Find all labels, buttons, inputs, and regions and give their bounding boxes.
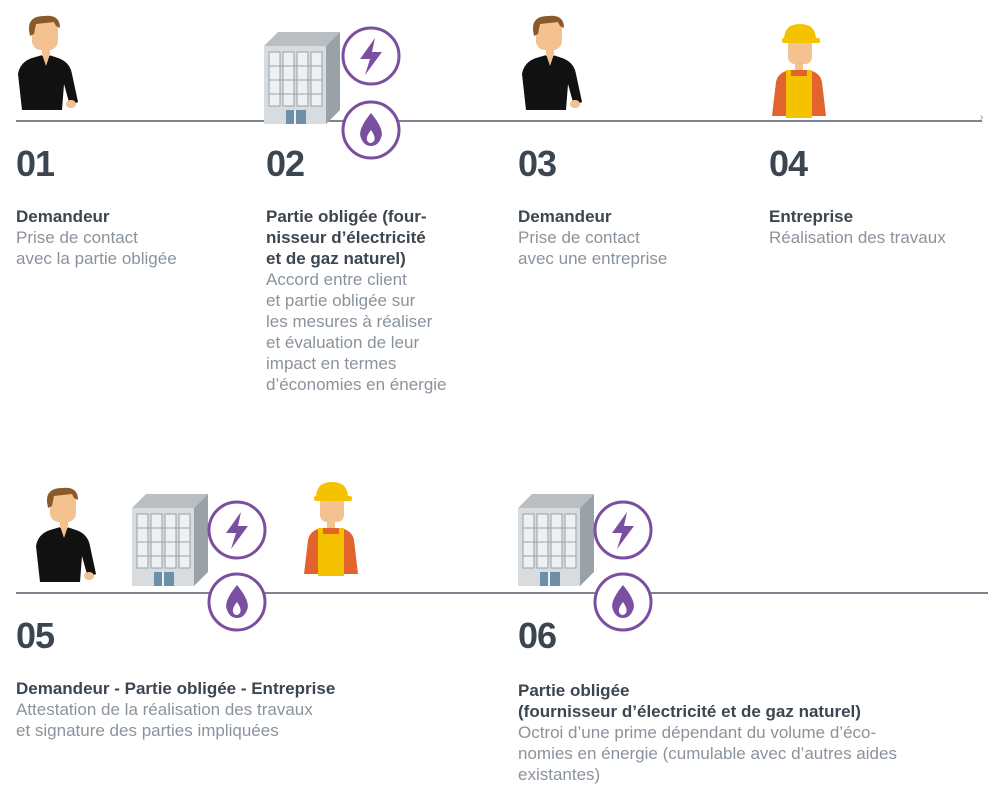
- step-2-text: Partie obligée (four- nisseur d’électric…: [266, 206, 506, 395]
- step-role: Demandeur: [16, 207, 110, 226]
- electricity-icon: [341, 26, 401, 86]
- step-number: 02: [266, 143, 305, 184]
- step-description: et partie obligée sur: [266, 291, 416, 310]
- step-number: 03: [518, 143, 557, 184]
- step-description: avec la partie obligée: [16, 249, 177, 268]
- step-role: Demandeur - Partie obligée - Entreprise: [16, 679, 336, 698]
- step-number: 05: [16, 615, 55, 656]
- step-role: et de gaz naturel): [266, 249, 406, 268]
- step-role: (fournisseur d’électricité et de gaz nat…: [518, 702, 861, 721]
- step-description: Réalisation des travaux: [769, 228, 946, 247]
- step-role: Demandeur: [518, 207, 612, 226]
- step-number: 06: [518, 615, 557, 656]
- step-description: nomies en énergie (cumulable avec d’autr…: [518, 744, 897, 763]
- step-description: Attestation de la réalisation des travau…: [16, 700, 313, 719]
- step-role: Partie obligée (four-: [266, 207, 427, 226]
- gas-flame-icon: [593, 572, 653, 632]
- electricity-icon: [593, 500, 653, 560]
- step-number: 01: [16, 143, 55, 184]
- step-role: Entreprise: [769, 207, 854, 226]
- step-number: 04: [769, 143, 808, 184]
- building-icon: [263, 31, 341, 125]
- building-icon: [517, 493, 595, 587]
- timeline-line-top: [16, 120, 982, 122]
- step-description: existantes): [518, 765, 601, 784]
- electricity-icon: [207, 500, 267, 560]
- worker-icon: [772, 24, 826, 118]
- worker-icon: [304, 482, 358, 576]
- step-1-text: Demandeur Prise de contact avec la parti…: [16, 206, 246, 269]
- timeline-line-bottom: [16, 592, 988, 594]
- step-description: Prise de contact: [16, 228, 138, 247]
- gas-flame-icon: [207, 572, 267, 632]
- step-description: Octroi d’une prime dépendant du volume d…: [518, 723, 877, 742]
- timeline-line-top-end: ›: [980, 112, 984, 123]
- step-description: avec une entreprise: [518, 249, 668, 268]
- step-description: Prise de contact: [518, 228, 640, 247]
- step-description: Accord entre client: [266, 270, 407, 289]
- building-icon: [131, 493, 209, 587]
- step-description: les mesures à réaliser: [266, 312, 433, 331]
- step-4-text: Entreprise Réalisation des travaux: [769, 206, 987, 248]
- step-description: d’économies en énergie: [266, 375, 447, 394]
- step-role: nisseur d’électricité: [266, 228, 426, 247]
- person-icon: [36, 487, 96, 582]
- step-description: et signature des parties impliquées: [16, 721, 279, 740]
- step-description: impact en termes: [266, 354, 397, 373]
- step-description: et évaluation de leur: [266, 333, 420, 352]
- step-5-text: Demandeur - Partie obligée - Entreprise …: [16, 678, 476, 741]
- step-3-text: Demandeur Prise de contact avec une entr…: [518, 206, 748, 269]
- gas-flame-icon: [341, 100, 401, 160]
- step-6-text: Partie obligée (fournisseur d’électricit…: [518, 680, 986, 785]
- person-icon: [522, 15, 582, 110]
- step-role: Partie obligée: [518, 681, 630, 700]
- person-icon: [18, 15, 78, 110]
